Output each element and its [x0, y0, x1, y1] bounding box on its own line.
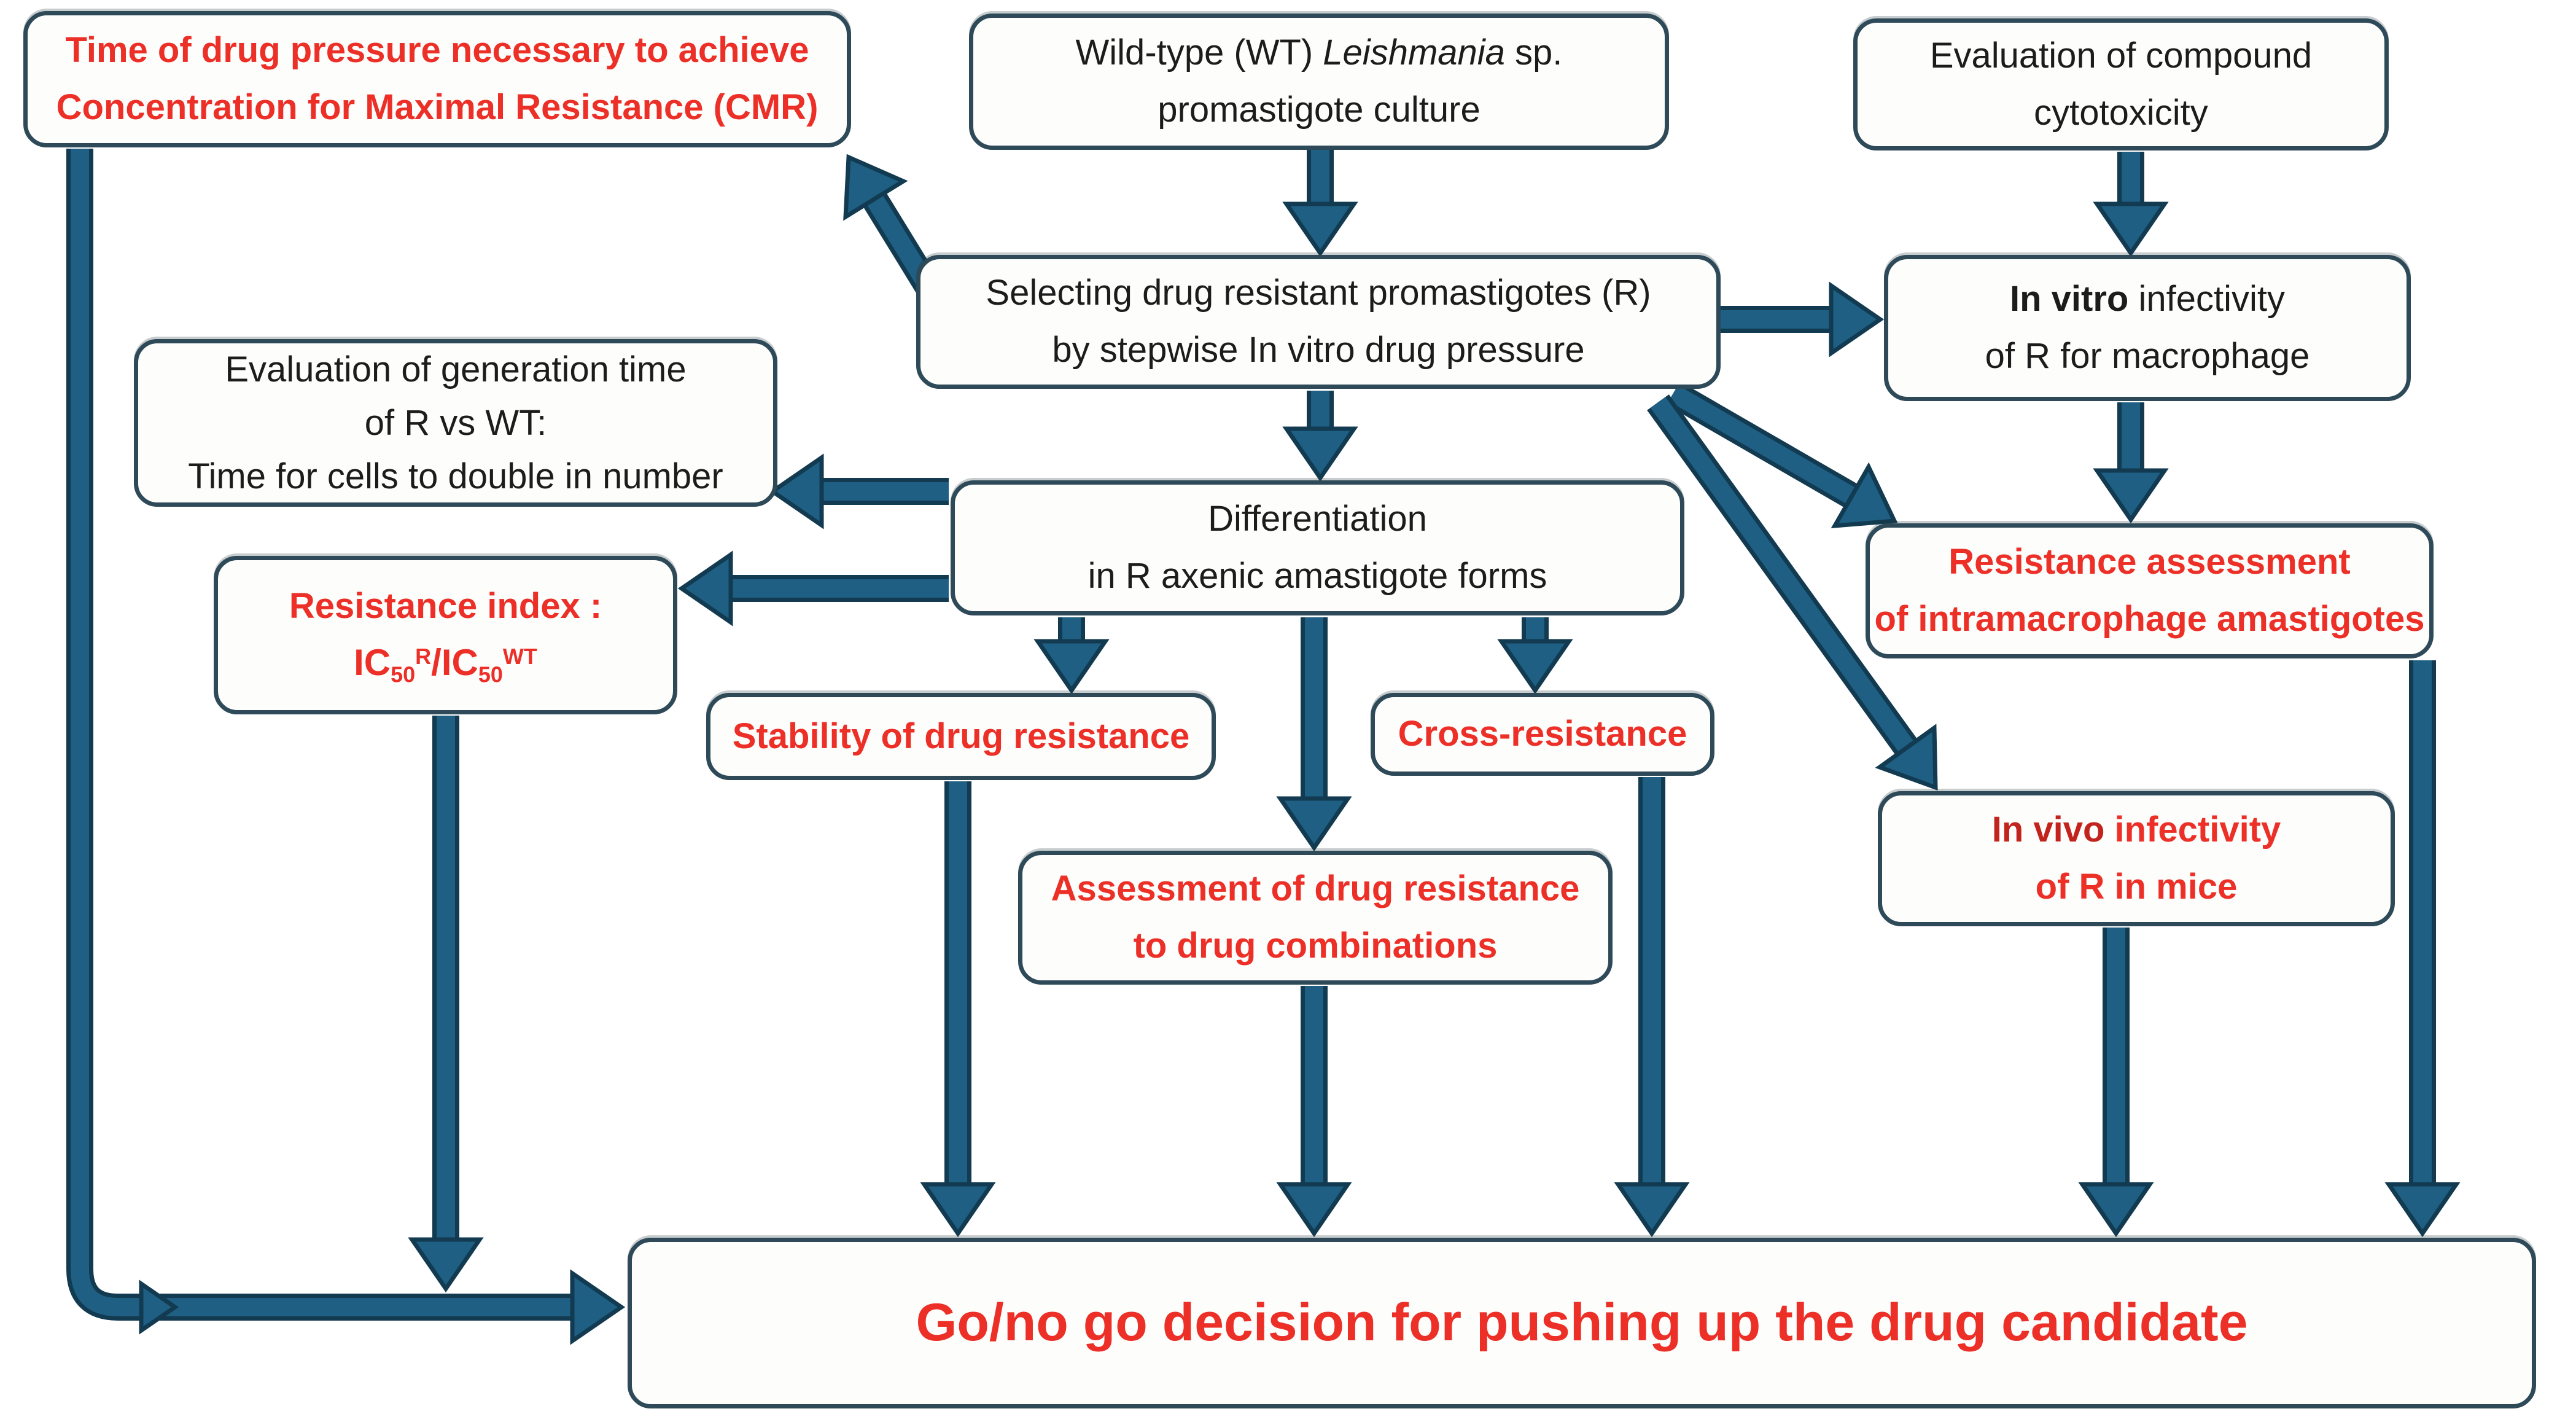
node-invitro-infectivity: In vitro infectivity of R for macrophage: [1884, 255, 2411, 401]
arrow-resistance-index-to-decision-head: [408, 1237, 484, 1293]
node-wild-type-line1: Wild-type (WT) Leishmania sp.: [1075, 33, 1563, 73]
ic50-superscript-wt: WT: [502, 643, 537, 669]
arrow-wildtype-to-selecting-head: [1282, 201, 1358, 257]
node-generation-time-line2: of R vs WT:: [364, 403, 547, 443]
arrow-cytotoxicity-to-invitro: [2093, 152, 2169, 257]
node-drug-combinations-line1: Assessment of drug resistance: [1051, 869, 1580, 909]
arrow-selecting-to-resistance-assessment: [1666, 381, 1898, 529]
arrow-differentiation-to-resistance-index-head: [677, 550, 733, 627]
node-resistance-assessment: Resistance assessment of intramacrophage…: [1866, 523, 2434, 658]
node-cytotoxicity: Evaluation of compound cytotoxicity: [1853, 18, 2389, 150]
node-selecting-resistant-promastigotes: Selecting drug resistant promastigotes (…: [916, 255, 1721, 389]
node-resistance-index-line1: Resistance index :: [289, 585, 602, 626]
arrowhead-loop-merge-head: [139, 1279, 179, 1335]
arrow-invivo-to-decision: [2078, 928, 2154, 1238]
arrow-selecting-to-invitro-head: [1829, 281, 1885, 357]
node-invitro-line2: of R for macrophage: [1985, 336, 2310, 376]
node-differentiation: Differentiation in R axenic amastigote f…: [951, 480, 1684, 615]
arrow-cytotoxicity-to-invitro-head: [2093, 201, 2169, 257]
node-resistance-assessment-line1: Resistance assessment: [1948, 542, 2351, 582]
node-resistance-assessment-line2: of intramacrophage amastigotes: [1874, 599, 2425, 639]
node-resistance-index: Resistance index : IC50R/IC50WT: [214, 556, 677, 714]
node-invivo-infectivity: In vivo infectivity of R in mice: [1878, 791, 2395, 926]
arrow-stability-to-decision: [920, 781, 996, 1238]
arrow-resistance-index-to-decision: [408, 716, 484, 1293]
arrow-differentiation-to-generation-time: [768, 453, 949, 529]
arrow-wildtype-to-selecting: [1282, 150, 1358, 257]
arrow-cross-resistance-to-decision: [1614, 777, 1690, 1238]
arrow-cmr-loop-to-decision-head: [570, 1269, 626, 1345]
node-generation-time-line3: Time for cells to double in number: [188, 456, 723, 496]
node-invitro-line1: In vitro infectivity: [2010, 279, 2285, 319]
arrow-resistance-assessment-to-decision: [2384, 660, 2461, 1238]
arrow-selecting-to-invivo: [1647, 394, 1938, 791]
arrow-differentiation-to-stability-head: [1033, 639, 1110, 695]
arrow-differentiation-to-combinations: [1276, 617, 1352, 852]
arrow-stability-to-decision-head: [920, 1182, 996, 1238]
arrow-cross-resistance-to-decision-head: [1614, 1182, 1690, 1238]
node-stability: Stability of drug resistance: [706, 693, 1216, 780]
arrow-selecting-to-differentiation-head: [1282, 426, 1358, 482]
species-name-italic: Leishmania: [1323, 33, 1505, 73]
arrow-selecting-to-resistance-assessment-head: [1831, 462, 1898, 529]
node-wild-type-culture: Wild-type (WT) Leishmania sp. promastigo…: [969, 14, 1669, 150]
arrow-invitro-to-resistance-assessment-head: [2093, 468, 2169, 524]
node-go-nogo-decision-line1: Go/no go decision for pushing up the dru…: [916, 1293, 2248, 1353]
node-generation-time-line1: Evaluation of generation time: [225, 350, 687, 389]
node-differentiation-line2: in R axenic amastigote forms: [1088, 556, 1547, 596]
arrow-cmr-loop-to-decision: [66, 149, 626, 1345]
node-invivo-line2: of R in mice: [2035, 867, 2238, 907]
node-differentiation-line1: Differentiation: [1208, 499, 1427, 539]
node-stability-line1: Stability of drug resistance: [732, 716, 1190, 756]
node-cmr-line2: Concentration for Maximal Resistance (CM…: [56, 87, 819, 127]
node-drug-combinations: Assessment of drug resistance to drug co…: [1018, 851, 1613, 985]
arrow-selecting-to-differentiation: [1282, 391, 1358, 482]
ic50-subscript: 50: [391, 662, 416, 687]
arrow-selecting-to-cmr-head: [843, 154, 908, 221]
ic50-superscript-r: R: [415, 643, 432, 669]
arrow-combinations-to-decision-head: [1276, 1182, 1352, 1238]
node-cross-resistance: Cross-resistance: [1371, 693, 1714, 776]
node-cytotoxicity-line2: cytotoxicity: [2034, 92, 2208, 133]
node-go-nogo-decision: Go/no go decision for pushing up the dru…: [628, 1238, 2536, 1408]
node-cross-resistance-line1: Cross-resistance: [1398, 714, 1687, 754]
node-resistance-index-formula: IC50R/IC50WT: [354, 641, 537, 687]
arrow-invitro-to-resistance-assessment: [2093, 402, 2169, 524]
ic50-subscript2: 50: [478, 662, 503, 687]
node-generation-time: Evaluation of generation time of R vs WT…: [134, 339, 777, 507]
node-wild-type-line2: promastigote culture: [1158, 90, 1481, 130]
node-cmr-line1: Time of drug pressure necessary to achie…: [65, 30, 809, 71]
arrow-differentiation-to-cross-resistance-head: [1497, 639, 1573, 695]
node-invivo-line1: In vivo infectivity: [1991, 810, 2281, 850]
arrow-combinations-to-decision: [1276, 986, 1352, 1238]
arrow-differentiation-to-cross-resistance: [1497, 617, 1573, 695]
arrow-resistance-assessment-to-decision-head: [2384, 1182, 2461, 1238]
arrow-differentiation-to-generation-time-head: [768, 453, 824, 529]
arrow-invivo-to-decision-head: [2078, 1182, 2154, 1238]
node-selecting-line1: Selecting drug resistant promastigotes (…: [986, 273, 1651, 313]
arrow-differentiation-to-combinations-head: [1276, 796, 1352, 852]
arrow-selecting-to-invivo-head: [1875, 724, 1938, 791]
arrowhead-loop-merge: [139, 1279, 179, 1335]
node-drug-combinations-line2: to drug combinations: [1133, 926, 1498, 966]
arrow-selecting-to-invitro: [1721, 281, 1885, 357]
node-cytotoxicity-line1: Evaluation of compound: [1929, 35, 2313, 76]
arrow-differentiation-to-stability: [1033, 617, 1110, 695]
arrow-differentiation-to-resistance-index: [677, 550, 949, 627]
node-selecting-line2: by stepwise In vitro drug pressure: [1052, 330, 1585, 370]
node-cmr: Time of drug pressure necessary to achie…: [23, 11, 851, 147]
